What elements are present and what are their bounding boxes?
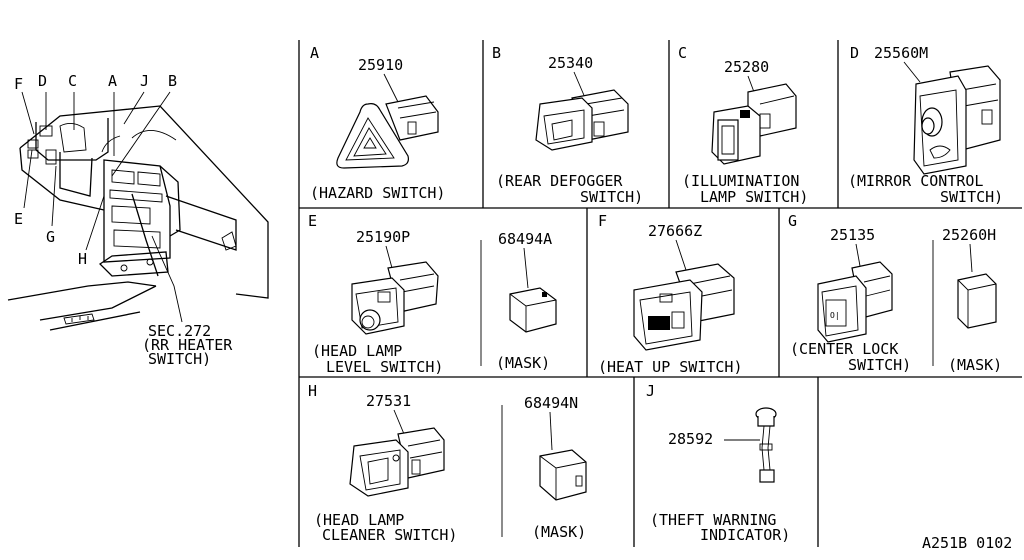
mask-25260h-illustration xyxy=(957,273,997,329)
callout-g: G xyxy=(46,228,55,246)
head-lamp-cleaner-switch-illustration xyxy=(349,427,445,497)
part-number-25260h: 25260H xyxy=(942,226,996,244)
grid-frame xyxy=(298,40,1022,547)
sec-ref-line-2: (RR HEATER xyxy=(142,336,233,354)
part-number-25135: 25135 xyxy=(830,226,875,244)
mask-68494a-illustration xyxy=(509,287,557,333)
heat-up-switch-illustration xyxy=(633,263,735,351)
callout-h: H xyxy=(78,250,87,268)
part-number-25280: 25280 xyxy=(724,58,769,76)
part-desc-27666z: (HEAT UP SWITCH) xyxy=(598,358,743,376)
callout-f: F xyxy=(14,75,23,93)
part-desc-25280-line-2: LAMP SWITCH) xyxy=(700,188,808,206)
cell-j: J 28592 (THEFT WARNING INDICATOR) xyxy=(646,382,790,544)
part-number-25190p: 25190P xyxy=(356,228,410,246)
cell-letter-e: E xyxy=(308,212,317,230)
cell-e: E 25190P 68494A (HEAD LAMP LEVEL SWITCH)… xyxy=(308,212,557,376)
callout-c: C xyxy=(68,72,77,90)
part-desc-25560m-line-1: (MIRROR CONTROL xyxy=(848,172,983,190)
part-desc-27531-line-1: (HEAD LAMP xyxy=(314,511,404,529)
svg-text:O|: O| xyxy=(830,311,840,320)
part-desc-25260h: (MASK) xyxy=(948,356,1002,374)
part-desc-25340-line-2: SWITCH) xyxy=(580,188,643,206)
part-desc-25190p-line-2: LEVEL SWITCH) xyxy=(326,358,443,376)
cell-letter-h: H xyxy=(308,382,317,400)
cell-letter-b: B xyxy=(492,44,501,62)
part-number-28592: 28592 xyxy=(668,430,713,448)
theft-warning-indicator-illustration xyxy=(755,407,777,483)
part-number-68494a: 68494A xyxy=(498,230,552,248)
cell-b: B 25340 (REAR DEFOGGER SWITCH) xyxy=(492,44,643,206)
cell-h: H 27531 68494N (HEAD LAMP CLEANER SWITCH… xyxy=(308,382,587,544)
cell-letter-j: J xyxy=(646,382,655,400)
callout-j: J xyxy=(140,72,149,90)
callout-d: D xyxy=(38,72,47,90)
part-desc-27531-line-2: CLEANER SWITCH) xyxy=(322,526,457,544)
callout-a: A xyxy=(108,72,117,90)
part-desc-68494n: (MASK) xyxy=(532,523,586,541)
dashboard-overview-drawing xyxy=(7,91,269,331)
part-desc-25560m-line-2: SWITCH) xyxy=(940,188,1003,206)
hazard-switch-illustration xyxy=(336,95,439,169)
cell-a: A 25910 (HAZARD SWITCH) xyxy=(310,44,445,202)
overview-callouts: F D C A J B E G H xyxy=(14,72,177,268)
part-number-25340: 25340 xyxy=(548,54,593,72)
cell-letter-f: F xyxy=(598,212,607,230)
part-number-27666z: 27666Z xyxy=(648,222,702,240)
part-number-25910: 25910 xyxy=(358,56,403,74)
sec-reference: SEC.272 (RR HEATER SWITCH) xyxy=(142,322,233,368)
cell-g: G 25135 O| 25260H (CENTER LOCK SWITCH) (… xyxy=(788,212,1002,374)
part-desc-25190p-line-1: (HEAD LAMP xyxy=(312,342,402,360)
illumination-switch-illustration xyxy=(711,83,797,165)
part-desc-68494a: (MASK) xyxy=(496,354,550,372)
part-desc-25135-line-1: (CENTER LOCK xyxy=(790,340,898,358)
sec-ref-line-3: SWITCH) xyxy=(148,350,211,368)
diagram-code: A251B 0102 xyxy=(922,534,1012,552)
part-number-25560m: 25560M xyxy=(874,44,928,62)
callout-b: B xyxy=(168,72,177,90)
head-lamp-level-switch-illustration xyxy=(351,261,439,335)
center-lock-switch-illustration: O| xyxy=(817,261,893,343)
part-desc-28592-line-2: INDICATOR) xyxy=(700,526,790,544)
mirror-control-switch-illustration xyxy=(913,65,1001,175)
rear-defogger-switch-illustration xyxy=(535,89,629,151)
sec-ref-line-1: SEC.272 xyxy=(148,322,211,340)
callout-e: E xyxy=(14,210,23,228)
part-desc-28592-line-1: (THEFT WARNING xyxy=(650,511,776,529)
cell-d: D 25560M (MIRROR CONTROL SWITCH) xyxy=(848,44,1003,206)
part-number-68494n: 68494N xyxy=(524,394,578,412)
part-desc-25910: (HAZARD SWITCH) xyxy=(310,184,445,202)
part-number-27531: 27531 xyxy=(366,392,411,410)
cell-c: C 25280 (ILLUMINATION LAMP SWITCH) xyxy=(678,44,808,206)
cell-letter-c: C xyxy=(678,44,687,62)
part-desc-25135-line-2: SWITCH) xyxy=(848,356,911,374)
cell-letter-g: G xyxy=(788,212,797,230)
part-desc-25340-line-1: (REAR DEFOGGER xyxy=(496,172,623,190)
mask-68494n-illustration xyxy=(539,449,587,501)
part-desc-25280-line-1: (ILLUMINATION xyxy=(682,172,799,190)
cell-letter-a: A xyxy=(310,44,319,62)
cell-f: F 27666Z (HEAT UP SWITCH) xyxy=(598,212,743,376)
cell-letter-d: D xyxy=(850,44,859,62)
